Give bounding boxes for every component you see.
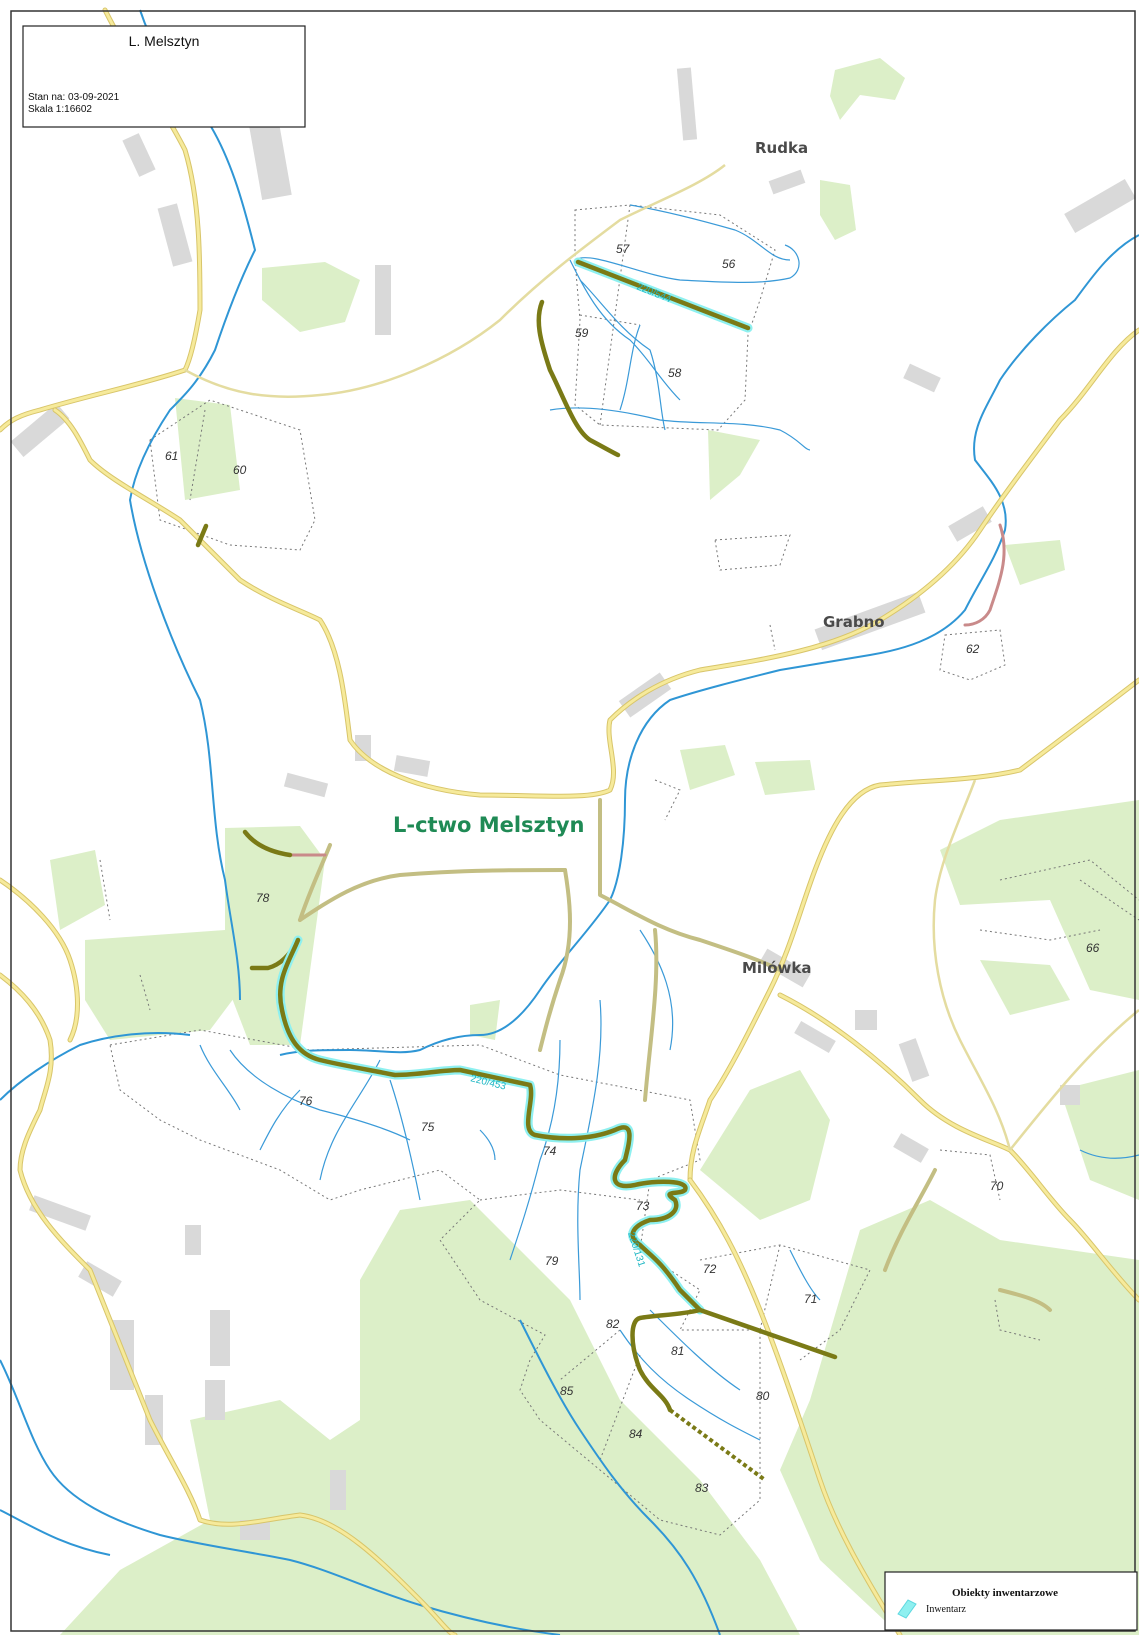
tracks — [298, 798, 1052, 1312]
route-code-upper: 220/544 — [635, 282, 673, 306]
compartment-79: 79 — [545, 1254, 559, 1268]
compartment-boundaries — [99, 204, 1139, 1536]
compartment-labels: 56 57 58 59 60 61 62 66 70 71 72 73 74 7… — [165, 242, 1100, 1495]
compartment-57: 57 — [616, 242, 631, 256]
compartment-84: 84 — [629, 1427, 643, 1441]
compartment-60: 60 — [233, 463, 247, 477]
compartment-83: 83 — [695, 1481, 709, 1495]
legend-item-inventory: Inwentarz — [926, 1604, 967, 1615]
place-labels: Rudka Grabno Milówka L-ctwo Melsztyn — [393, 139, 885, 977]
compartment-85: 85 — [560, 1384, 574, 1398]
compartment-59: 59 — [575, 326, 589, 340]
map-frame — [10, 10, 1136, 1632]
compartment-75: 75 — [421, 1120, 435, 1134]
title-box: L. Melsztyn Stan na: 03-09-2021 Skala 1:… — [22, 25, 306, 128]
compartment-80: 80 — [756, 1389, 770, 1403]
compartment-56: 56 — [722, 257, 736, 271]
roads — [0, 7, 1139, 1635]
compartment-73: 73 — [636, 1199, 650, 1213]
pink-segments — [288, 523, 1006, 857]
compartment-74: 74 — [543, 1144, 557, 1158]
compartment-76: 76 — [299, 1094, 313, 1108]
legend: Obiekty inwentarzowe Inwentarz — [884, 1571, 1138, 1631]
compartment-62: 62 — [966, 642, 980, 656]
place-milowka: Milówka — [742, 959, 811, 977]
place-rudka: Rudka — [755, 139, 808, 157]
compartment-72: 72 — [703, 1262, 717, 1276]
map-title: L. Melsztyn — [129, 33, 200, 49]
compartment-78: 78 — [256, 891, 270, 905]
rivers — [0, 9, 1139, 1635]
forestry-label: L-ctwo Melsztyn — [393, 813, 584, 837]
compartment-61: 61 — [165, 449, 178, 463]
inventory-objects — [195, 257, 838, 1482]
inventory-swatch-icon — [897, 1599, 917, 1619]
legend-title: Obiekty inwentarzowe — [952, 1587, 1058, 1599]
compartment-66: 66 — [1086, 941, 1100, 955]
compartment-81: 81 — [671, 1344, 684, 1358]
map-scale: Skala 1:16602 — [28, 104, 92, 115]
route-code-labels: 220/544 220/453 220/131 — [469, 282, 673, 1269]
compartment-58: 58 — [668, 366, 682, 380]
map-date: Stan na: 03-09-2021 — [28, 92, 120, 103]
compartment-71: 71 — [804, 1292, 817, 1306]
compartment-70: 70 — [990, 1179, 1004, 1193]
compartment-82: 82 — [606, 1317, 620, 1331]
place-grabno: Grabno — [823, 613, 885, 631]
